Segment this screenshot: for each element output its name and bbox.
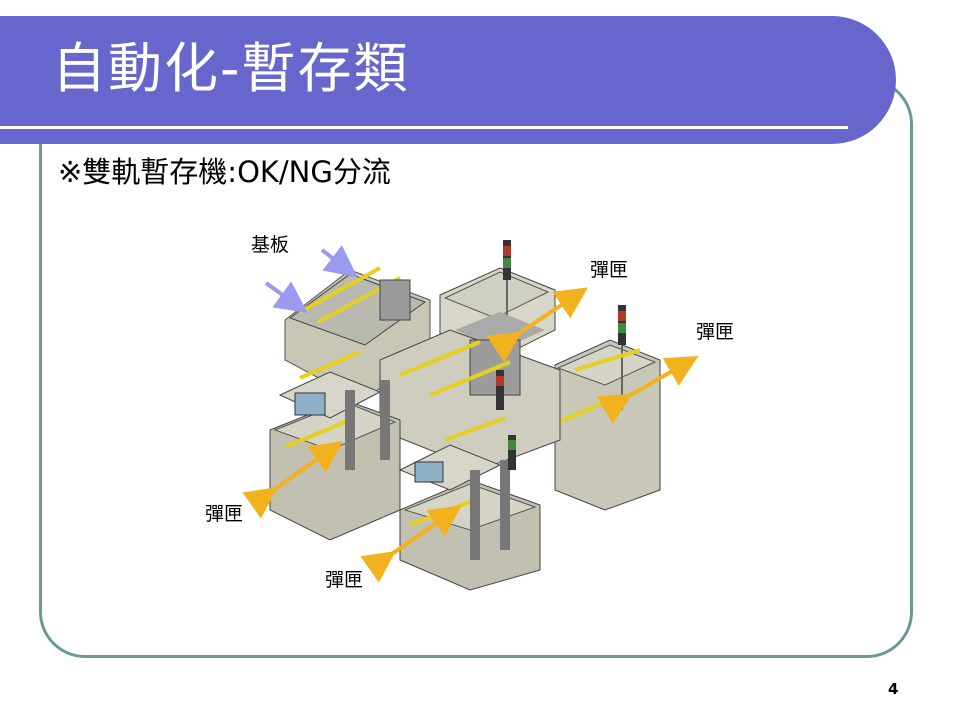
substrate-arrow-1 <box>320 245 358 278</box>
magazine-arrow-bottom <box>360 505 462 583</box>
magazine-arrow-top <box>486 287 588 363</box>
magazine-label-top: 彈匣 <box>590 259 629 281</box>
slide-subtitle: ※雙軌暫存機:OK/NG分流 <box>58 155 391 189</box>
page-number: 4 <box>888 680 899 698</box>
magazine-label-bottom: 彈匣 <box>325 569 364 591</box>
magazine-arrow-right <box>596 356 699 424</box>
magazine-label-right: 彈匣 <box>696 321 735 343</box>
substrate-label: 基板 <box>251 234 290 256</box>
machine-front-left <box>269 350 401 541</box>
title-bar <box>0 16 896 144</box>
substrate-arrow-2 <box>264 281 308 314</box>
slide-title: 自動化-暫存類 <box>52 37 410 100</box>
title-underline <box>0 126 848 129</box>
machine-center <box>379 329 561 471</box>
magazine-label-left: 彈匣 <box>205 503 244 525</box>
magazine-arrow-left <box>242 441 343 519</box>
